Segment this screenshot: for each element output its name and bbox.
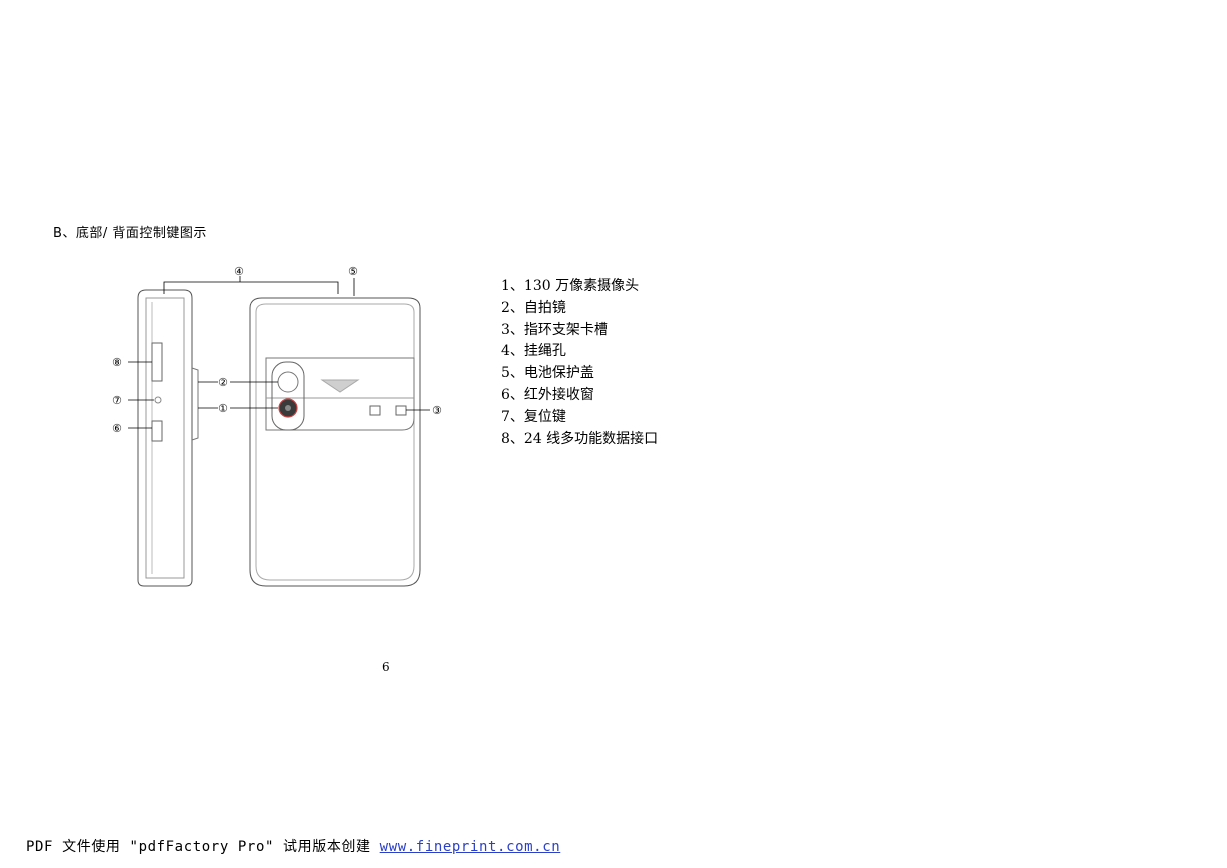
callout-6: ⑥ [112,422,122,435]
footer-link[interactable]: www.fineprint.com.cn [379,839,561,855]
leader-lines [128,276,430,429]
callout-1: ① [218,402,228,415]
legend-item: 6、红外接收窗 [501,386,594,403]
legend-item: 7、复位键 [501,408,566,425]
legend-item: 8、24 线多功能数据接口 [501,430,659,447]
callout-8: ⑧ [112,356,122,369]
section-title: B、底部/ 背面控制键图示 [53,226,207,241]
callout-4: ④ [234,265,244,278]
device-diagram: ④ ⑤ ⑧ ⑦ ⑥ ② ① ③ [112,265,442,587]
footer-text: PDF 文件使用 "pdfFactory Pro" 试用版本创建 [26,839,371,855]
callout-3: ③ [432,404,442,417]
legend-item: 4、挂绳孔 [501,343,566,360]
legend-item: 2、自拍镜 [501,299,566,316]
legend-item: 5、电池保护盖 [501,365,594,382]
device-back-view [249,297,421,587]
device-side-view [137,289,199,587]
page-number: 6 [382,660,390,674]
callout-2: ② [218,376,228,389]
legend-item: 3、指环支架卡槽 [501,321,608,338]
pdf-footer: PDF 文件使用 "pdfFactory Pro" 试用版本创建 www.fin… [26,836,560,856]
legend-list: 1、130 万像素摄像头 2、自拍镜 3、指环支架卡槽 4、挂绳孔 5、电池保护… [501,276,658,450]
callout-5: ⑤ [348,265,358,278]
callout-7: ⑦ [112,394,122,407]
legend-item: 1、130 万像素摄像头 [501,278,640,294]
